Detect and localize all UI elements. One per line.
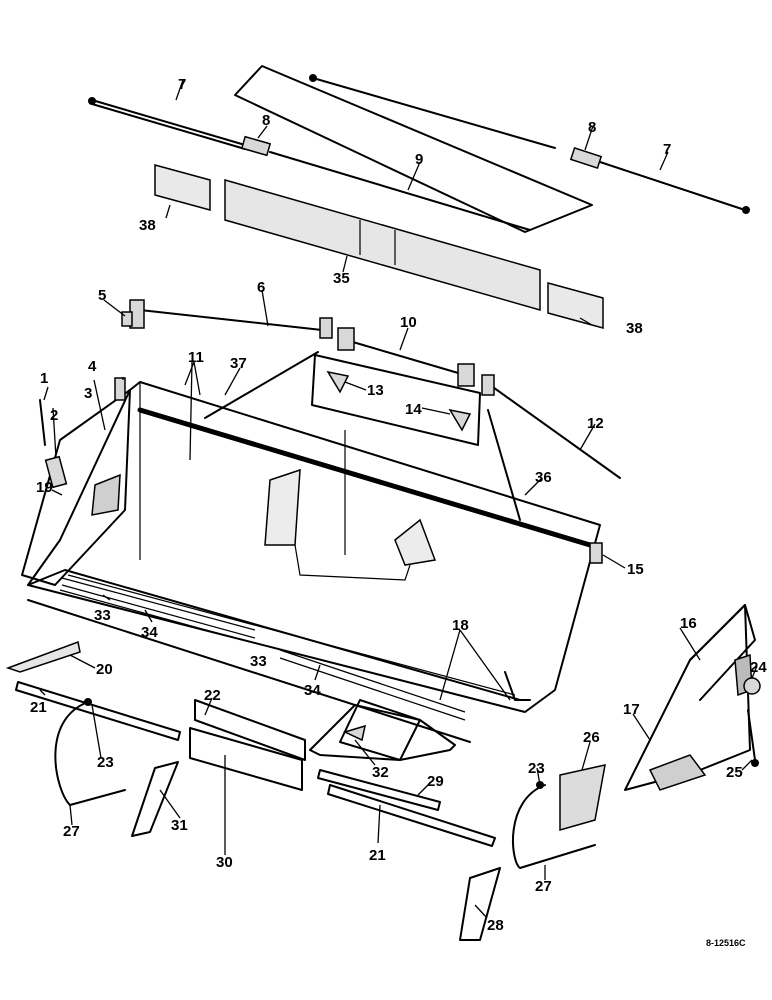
callout-13: 13 [367,382,384,399]
drawing-number: 8-12516C [706,938,746,948]
callout-14: 14 [405,401,422,418]
callout-18: 18 [452,617,469,634]
callout-8-right: 8 [588,119,596,136]
callout-9: 9 [415,151,423,168]
floor-strips [27,577,531,743]
callout-29: 29 [427,773,444,790]
top-panel [234,65,593,233]
callout-38-right: 38 [626,320,643,337]
callout-27-right: 27 [535,878,552,895]
callout-19: 19 [36,479,53,496]
callout-2: 2 [50,407,58,424]
callout-21-right: 21 [369,847,386,864]
callout-labels: 1 2 3 4 5 6 7 7 8 8 9 10 11 12 13 14 15 … [30,76,767,948]
callout-23-right: 23 [528,760,545,777]
callout-26: 26 [583,729,600,746]
callout-33-left: 33 [94,607,111,624]
callout-7-left: 7 [178,76,186,93]
center-channel [224,179,541,311]
callout-22: 22 [204,687,221,704]
callout-5: 5 [98,287,106,304]
left-side-sheet [21,389,131,586]
callout-37: 37 [230,355,247,372]
callout-35: 35 [333,270,350,287]
callout-1: 1 [40,370,48,387]
callout-24: 24 [750,659,767,676]
callout-33-right: 33 [250,653,267,670]
callout-6: 6 [257,279,265,296]
callout-36: 36 [535,469,552,486]
callout-8-left: 8 [262,112,270,129]
support-arms [129,299,621,521]
callout-15: 15 [627,561,644,578]
leader-lines [39,79,758,919]
callout-3: 3 [84,385,92,402]
callout-32: 32 [372,764,389,781]
callout-34-right: 34 [304,682,321,699]
callout-30: 30 [216,854,233,871]
callout-23-left: 23 [97,754,114,771]
callout-27-left: 27 [63,823,80,840]
loose-parts [5,640,501,941]
callout-12: 12 [587,415,604,432]
top-rods [88,74,750,231]
end-caps [154,164,604,329]
mounting-plate [311,354,481,446]
callout-11: 11 [188,349,204,366]
callout-31: 31 [171,817,188,834]
callout-25: 25 [726,764,743,781]
small-hardware [39,311,761,767]
callout-38-left: 38 [139,217,156,234]
callout-21-left: 21 [30,699,47,716]
callout-7-right: 7 [663,141,671,158]
callout-28: 28 [487,917,504,934]
right-side-sheet [624,604,756,791]
header-body [27,381,601,713]
callout-34-left: 34 [141,624,158,641]
callout-16: 16 [680,615,697,632]
callout-17: 17 [623,701,640,718]
guards [54,698,606,869]
callout-4: 4 [88,358,97,375]
callout-10: 10 [400,314,417,331]
callout-20: 20 [96,661,113,678]
